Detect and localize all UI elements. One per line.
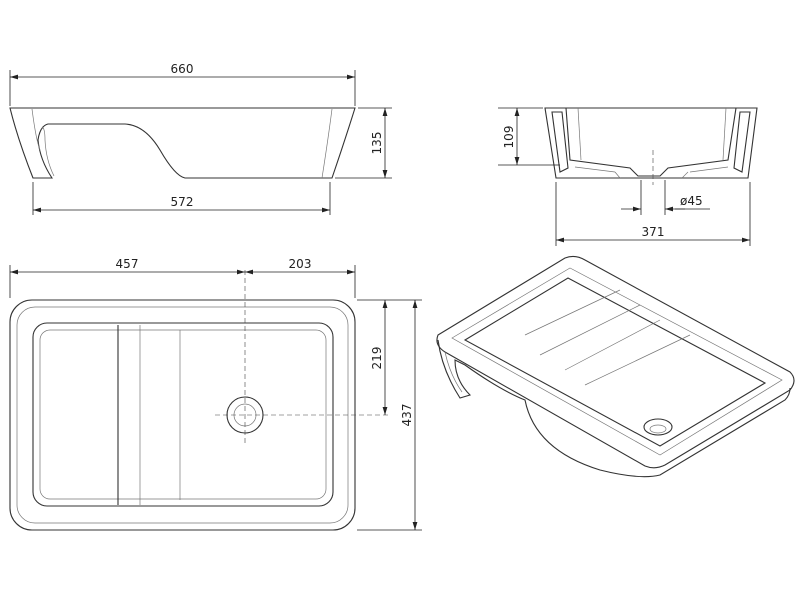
dim-overall-length: 660: [171, 62, 194, 76]
dim-height: 135: [370, 132, 384, 155]
dim-drain-diameter: ø45: [680, 194, 703, 208]
dim-drain-offset-y: 219: [370, 347, 384, 370]
front-view: 109 ø45 371: [498, 107, 758, 246]
dim-base-length: 572: [171, 195, 194, 209]
isometric-view: [436, 255, 795, 478]
dim-drain-offset-right: 203: [289, 257, 312, 271]
dim-inner-depth: 109: [502, 126, 516, 149]
dim-base-width: 371: [642, 225, 665, 239]
plan-view: 457 203 219 437: [9, 257, 422, 531]
dim-overall-width: 437: [400, 404, 414, 427]
dim-drain-offset-x: 457: [116, 257, 139, 271]
side-view: 660 135 572: [9, 62, 392, 215]
